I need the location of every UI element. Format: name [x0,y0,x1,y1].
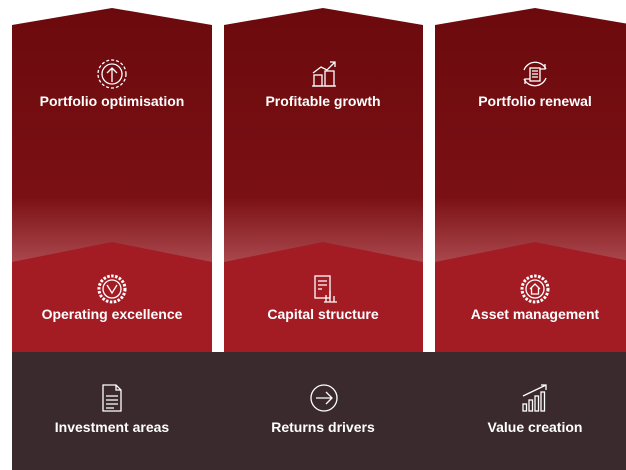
label-portfolio-optimisation: Portfolio optimisation [39,93,185,109]
label-investment-areas: Investment areas [54,419,170,435]
column-1 [12,8,212,352]
gear-check-icon [95,272,129,306]
label-portfolio-renewal: Portfolio renewal [478,93,592,109]
arrow-circle-icon [307,381,341,415]
document-lines-icon [95,381,129,415]
label-capital-structure: Capital structure [267,306,379,322]
gear-house-icon [518,272,552,306]
label-operating-excellence: Operating excellence [41,306,183,322]
label-returns-drivers: Returns drivers [271,419,375,435]
target-upload-icon [95,57,129,91]
bar-growth-icon [518,381,552,415]
column-2 [224,8,423,352]
document-chart-icon [307,272,341,306]
label-profitable-growth: Profitable growth [265,93,381,109]
renewal-building-icon [518,57,552,91]
label-value-creation: Value creation [487,419,583,435]
growth-building-icon [307,57,341,91]
label-asset-management: Asset management [470,306,600,322]
